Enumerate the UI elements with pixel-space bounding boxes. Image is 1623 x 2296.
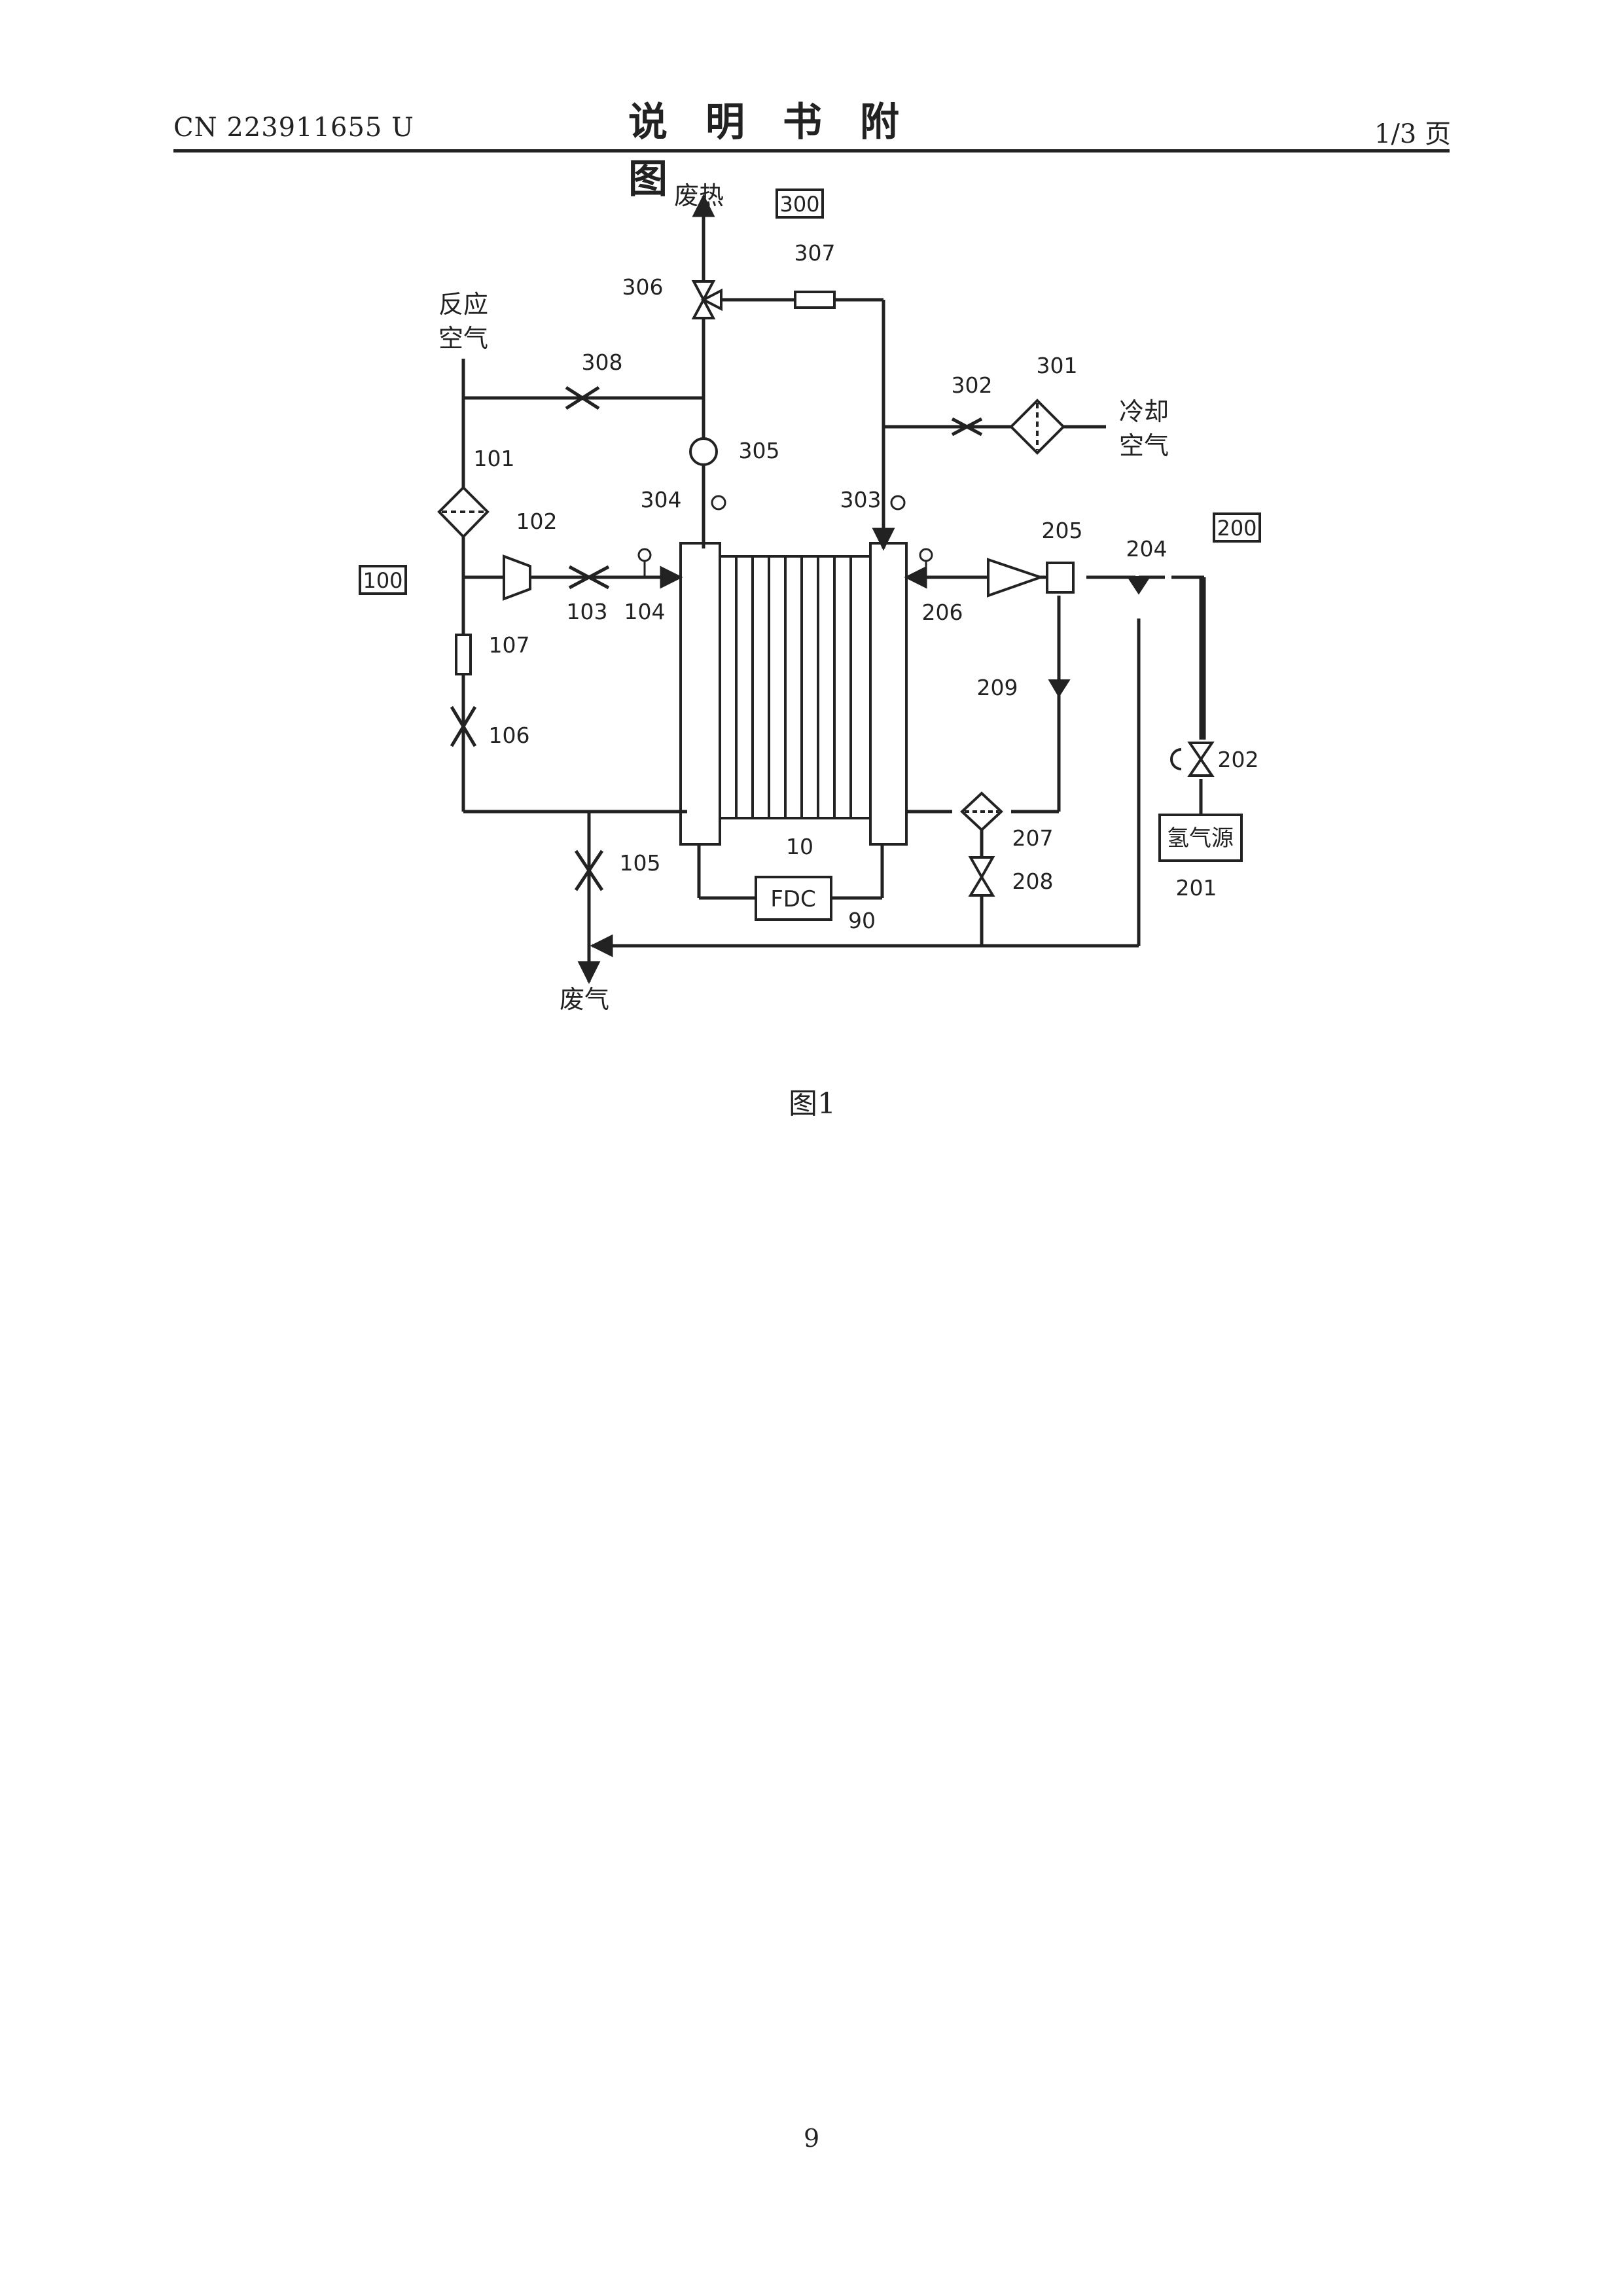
num-201: 201 [1176, 875, 1217, 901]
num-306: 306 [622, 274, 664, 300]
num-308: 308 [582, 350, 623, 375]
num-102: 102 [516, 509, 558, 534]
num-207: 207 [1012, 825, 1054, 851]
num-208: 208 [1012, 869, 1054, 894]
num-90: 90 [848, 908, 876, 933]
filter-301 [1011, 401, 1063, 453]
heater-107 [456, 635, 471, 674]
ejector-205 [988, 560, 1041, 596]
valve-306 [694, 281, 721, 318]
page-number: 9 [804, 2124, 819, 2153]
num-304: 304 [641, 487, 682, 512]
num-106: 106 [489, 723, 530, 748]
num-204: 204 [1126, 536, 1168, 562]
fdc-label: FDC [770, 886, 815, 912]
label-reaction-2: 空气 [438, 324, 488, 353]
num-307: 307 [794, 240, 836, 266]
label-cooling-1: 冷却 [1119, 397, 1169, 426]
figure-caption: 图1 [789, 1080, 836, 1122]
num-104: 104 [624, 599, 666, 624]
valve-208 [971, 857, 993, 895]
valve-202 [1171, 743, 1212, 776]
num-302: 302 [952, 372, 993, 398]
num-105: 105 [620, 850, 661, 876]
num-209: 209 [977, 675, 1018, 700]
num-10: 10 [786, 834, 813, 859]
filter-101 [439, 488, 488, 537]
tag-200: 200 [1217, 516, 1257, 541]
compressor-102 [504, 556, 530, 599]
label-exhaust: 废气 [560, 985, 609, 1014]
check-valve-204 [1129, 577, 1149, 592]
num-103: 103 [567, 599, 608, 624]
num-303: 303 [840, 487, 882, 512]
tag-100: 100 [363, 568, 402, 593]
num-301: 301 [1037, 353, 1078, 378]
blower-305 [690, 439, 717, 465]
num-205: 205 [1042, 518, 1083, 543]
label-cooling-2: 空气 [1119, 431, 1169, 460]
fuel-cell-stack [681, 543, 906, 844]
check-valve-209 [1050, 681, 1068, 695]
num-206: 206 [922, 600, 963, 625]
flow-valve-marks [452, 387, 982, 890]
num-305: 305 [739, 438, 780, 463]
tag-300: 300 [779, 192, 819, 217]
filter-207 [962, 793, 1001, 830]
label-waste-heat: 废热 [674, 181, 724, 210]
label-reaction-1: 反应 [438, 290, 488, 319]
num-107: 107 [489, 632, 530, 658]
hydrogen-source-label: 氢气源 [1167, 825, 1234, 852]
num-101: 101 [474, 446, 515, 471]
heater-307 [795, 292, 834, 308]
num-202: 202 [1218, 747, 1259, 772]
